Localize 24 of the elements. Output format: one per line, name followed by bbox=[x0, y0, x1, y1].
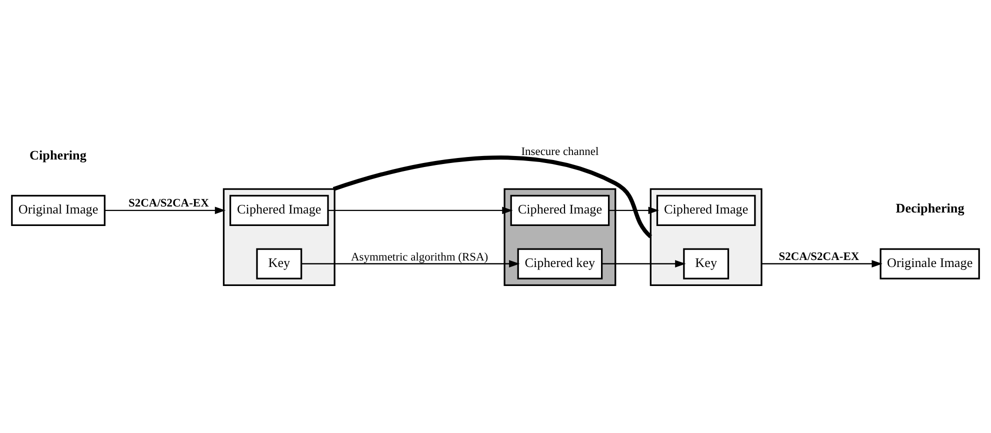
label: Deciphering bbox=[896, 200, 964, 216]
node-box: Ciphered Image bbox=[229, 194, 329, 226]
node-box: Key bbox=[256, 248, 302, 279]
cluster bbox=[504, 188, 616, 286]
edge-label: Asymmetric algorithm (RSA) bbox=[350, 251, 488, 264]
cluster bbox=[222, 188, 336, 286]
node-box: Ciphered key bbox=[517, 248, 603, 279]
edge-label: Insecure channel bbox=[521, 145, 599, 158]
edge-label: S2CA/S2CA-EX bbox=[778, 250, 860, 262]
arrow bbox=[328, 206, 513, 214]
node-box: Key bbox=[683, 248, 730, 279]
cluster bbox=[650, 188, 762, 286]
label: Ciphering bbox=[30, 146, 86, 162]
node-box: Ciphered Image bbox=[656, 194, 756, 226]
arrow bbox=[602, 260, 686, 268]
arrow bbox=[104, 206, 226, 214]
arrow bbox=[762, 260, 882, 268]
arrow bbox=[608, 206, 659, 214]
node-box: Originale Image bbox=[880, 248, 980, 279]
node-box: Ciphered Image bbox=[510, 194, 610, 226]
node-box: Original Image bbox=[11, 194, 106, 226]
connector bbox=[332, 155, 652, 238]
arrow bbox=[301, 260, 520, 268]
edge-label: S2CA/S2CA-EX bbox=[128, 196, 209, 209]
